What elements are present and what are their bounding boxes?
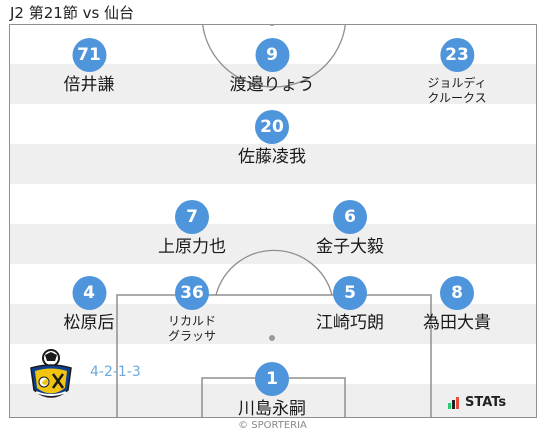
player-card: 20 佐藤凌我: [238, 110, 306, 167]
player-name: 松原后: [63, 313, 115, 333]
pitch: [9, 24, 537, 418]
player-card: 4 松原后: [64, 276, 115, 333]
player-number: 1: [255, 362, 289, 396]
player-card: 36 リカルド グラッサ: [168, 276, 216, 344]
player-number: 8: [440, 276, 474, 310]
player-number: 6: [333, 200, 367, 234]
player-name: ジョルディ クルークス: [427, 76, 487, 105]
player-card: 9 渡邉りょう: [230, 38, 315, 95]
player-number: 20: [255, 110, 289, 144]
copyright: © SPORTERIA: [238, 420, 307, 431]
center-spot: [269, 25, 275, 26]
player-number: 4: [72, 276, 106, 310]
pitch-stripe: [10, 224, 536, 264]
penalty-area: [116, 294, 432, 417]
player-card: 5 江崎巧朗: [316, 276, 384, 333]
stats-logo-text: STATs: [465, 395, 507, 410]
stats-logo: STATs: [448, 395, 506, 410]
player-number: 23: [440, 38, 474, 72]
player-name: 金子大毅: [316, 237, 384, 257]
player-name: リカルド グラッサ: [167, 314, 217, 343]
formation-label: 4-2-1-3: [90, 364, 141, 380]
player-name: 渡邉りょう: [229, 75, 315, 95]
match-title: J2 第21節 vs 仙台: [10, 4, 135, 22]
stats-bars-icon: [448, 396, 459, 409]
player-card: 23 ジョルディ クルークス: [427, 38, 487, 106]
player-name: 佐藤凌我: [238, 147, 306, 167]
player-card: 8 為田大貴: [423, 276, 491, 333]
player-number: 5: [333, 276, 367, 310]
team-crest-icon: [30, 349, 72, 398]
player-number: 36: [174, 276, 209, 310]
player-name: 為田大貴: [423, 313, 491, 333]
player-card: 71 倍井謙: [64, 38, 115, 95]
player-name: 上原力也: [158, 237, 226, 257]
player-name: 倍井謙: [63, 75, 115, 95]
penalty-spot: [269, 335, 275, 341]
player-card: 6 金子大毅: [316, 200, 384, 257]
player-number: 9: [255, 38, 289, 72]
player-card: 7 上原力也: [158, 200, 226, 257]
player-name: 江崎巧朗: [316, 313, 384, 333]
pitch-stripe: [10, 144, 536, 184]
player-number: 7: [175, 200, 209, 234]
penalty-arc: [215, 249, 333, 296]
center-circle-arc: [202, 25, 346, 88]
player-number: 71: [72, 38, 106, 72]
player-name: 川島永嗣: [238, 399, 306, 419]
player-card: 1 川島永嗣: [238, 362, 306, 419]
